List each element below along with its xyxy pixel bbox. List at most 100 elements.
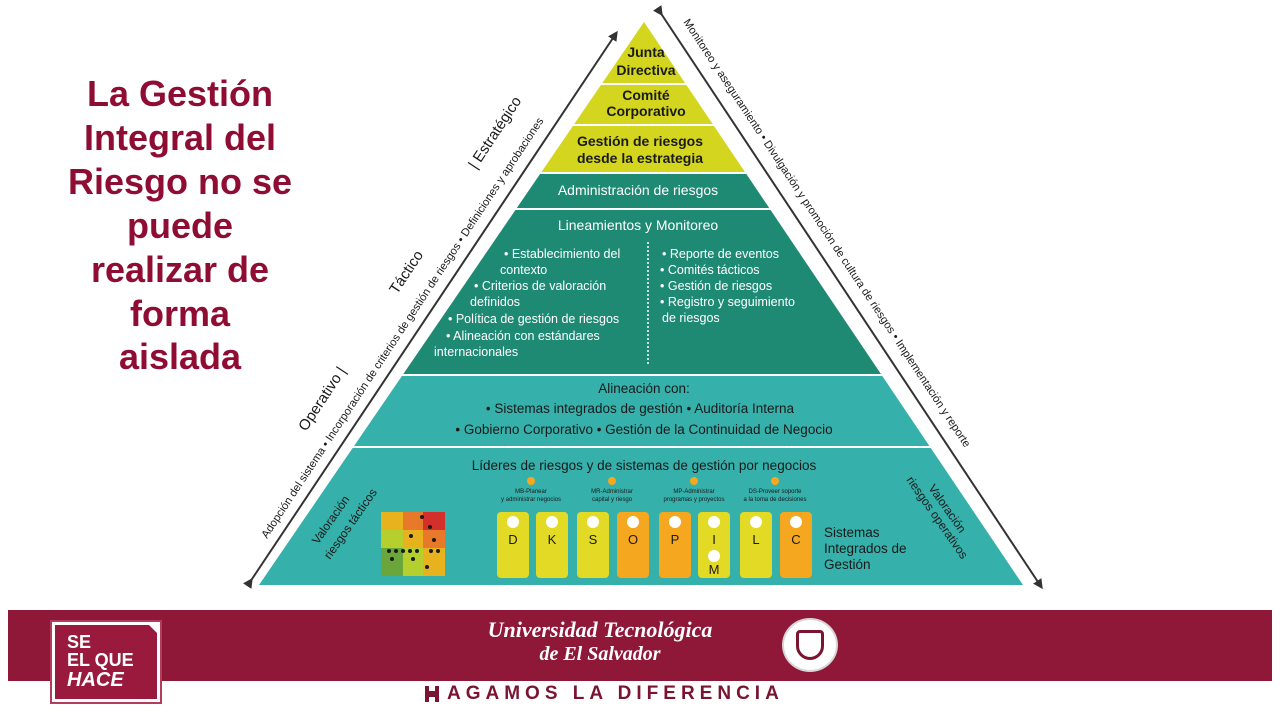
matrix-cell (381, 512, 403, 530)
group-dot (527, 477, 535, 485)
system-box (617, 512, 649, 578)
matrix-point (411, 557, 415, 561)
footer-strip (8, 678, 1272, 720)
left-side-arrow (243, 30, 618, 589)
matrix-point (390, 557, 394, 561)
group-dot (771, 477, 779, 485)
footer-banner (8, 610, 1272, 678)
group-label: MP-Administrar (673, 489, 714, 495)
system-letter: M (709, 562, 720, 577)
group-label: capital y riesgo (592, 497, 633, 503)
slogan-line: SE (67, 632, 92, 652)
system-letter: K (548, 532, 557, 547)
strategy-label: desde la estrategia (577, 150, 703, 166)
arrow-icon (790, 516, 802, 528)
systems-label: Gestión (824, 557, 871, 572)
left-bullet: • Alineación con estándares (446, 329, 600, 343)
matrix-cell (423, 548, 445, 576)
matrix-point (387, 549, 391, 553)
matrix-point (394, 549, 398, 553)
group-dot (608, 477, 616, 485)
risk-matrix (381, 512, 445, 576)
alignment-line: • Gobierno Corporativo • Gestión de la C… (455, 422, 832, 437)
matrix-point (429, 549, 433, 553)
university-name: Universidad Tecnológica de El Salvador (420, 618, 780, 666)
matrix-point (425, 565, 429, 569)
system-letter: D (508, 532, 517, 547)
system-letter: P (671, 532, 680, 547)
right-bullet: • Registro y seguimiento (660, 295, 795, 309)
group-label: DS-Proveer soporte (748, 489, 802, 495)
admin-label: Administración de riesgos (558, 182, 718, 198)
matrix-cell (403, 512, 423, 530)
title-line: aislada (118, 336, 242, 378)
title-line: La Gestión (86, 73, 274, 114)
title-line: realizar de (90, 248, 270, 290)
matrix-point (436, 549, 440, 553)
junta-label: Directiva (616, 62, 675, 78)
arrow-icon (708, 550, 720, 562)
matrix-cell (403, 548, 423, 576)
matrix-point (415, 549, 419, 553)
system-letter: C (791, 532, 800, 547)
matrix-point (420, 515, 424, 519)
right-bullet: • Reporte de eventos (662, 247, 779, 261)
matrix-cell (381, 548, 403, 576)
group-dot (690, 477, 698, 485)
strategy-label: Gestión de riesgos (577, 133, 703, 149)
system-letter: O (628, 532, 638, 547)
motto-text: AGAMOS LA DIFERENCIA (447, 683, 784, 704)
matrix-point (409, 534, 413, 538)
slogan-line: HACE (67, 669, 124, 691)
comite-label: Corporativo (606, 103, 685, 119)
matrix-point (432, 538, 436, 542)
right-bullet: de riesgos (662, 311, 720, 325)
junta-label: Junta (627, 44, 665, 60)
group-label: a la toma de decisiones (743, 497, 806, 503)
title-line: forma (129, 292, 231, 334)
arrow-icon (750, 516, 762, 528)
arrow-icon (587, 516, 599, 528)
comite-label: Comité (622, 87, 670, 103)
system-letter: L (752, 532, 759, 547)
leaders-label: Líderes de riesgos y de sistemas de gest… (472, 458, 817, 473)
right-side-arrow (653, 5, 1043, 590)
group-label: MR-Administrar (591, 489, 633, 495)
alignment-line: • Sistemas integrados de gestión • Audit… (486, 401, 795, 416)
lineamientos-band (259, 210, 1023, 374)
arrow-icon (669, 516, 681, 528)
matrix-point (428, 525, 432, 529)
title-line: puede (126, 204, 233, 246)
systems-label: Sistemas (824, 525, 880, 540)
system-letter: I (712, 532, 716, 547)
alignment-title: Alineación con: (598, 381, 690, 396)
matrix-point (408, 549, 412, 553)
lineamientos-title: Lineamientos y Monitoreo (558, 217, 719, 233)
right-bullet: • Comités tácticos (660, 263, 760, 277)
arrow-icon (708, 516, 720, 528)
risk-management-pyramid: Junta Directiva Comité Corporativo Gesti… (243, 5, 1043, 590)
systems-label: Integrados de (824, 541, 907, 556)
matrix-cell (403, 530, 423, 548)
group-label: y administrar negocios (501, 497, 561, 503)
h-logo-icon (425, 686, 439, 702)
right-bullet: • Gestión de riesgos (660, 279, 772, 293)
left-bullet: contexto (500, 263, 547, 277)
university-seal (782, 618, 838, 672)
group-label: MB-Planear (515, 489, 547, 495)
left-bullet: • Política de gestión de riesgos (448, 312, 619, 326)
left-bullet: • Criterios de valoración (474, 279, 606, 293)
university-line1: Universidad Tecnológica (487, 617, 713, 642)
arrow-icon (627, 516, 639, 528)
left-bullet: definidos (470, 295, 520, 309)
matrix-cell (423, 512, 445, 530)
slogan-badge: SE EL QUE HACE (52, 622, 160, 702)
arrow-icon (507, 516, 519, 528)
matrix-cell (381, 530, 403, 548)
matrix-point (401, 549, 405, 553)
system-letter: S (589, 532, 598, 547)
slogan-line: EL QUE (67, 650, 134, 670)
badge-corner (146, 622, 160, 636)
motto: AGAMOS LA DIFERENCIA (425, 683, 784, 705)
university-line2: de El Salvador (539, 643, 661, 665)
